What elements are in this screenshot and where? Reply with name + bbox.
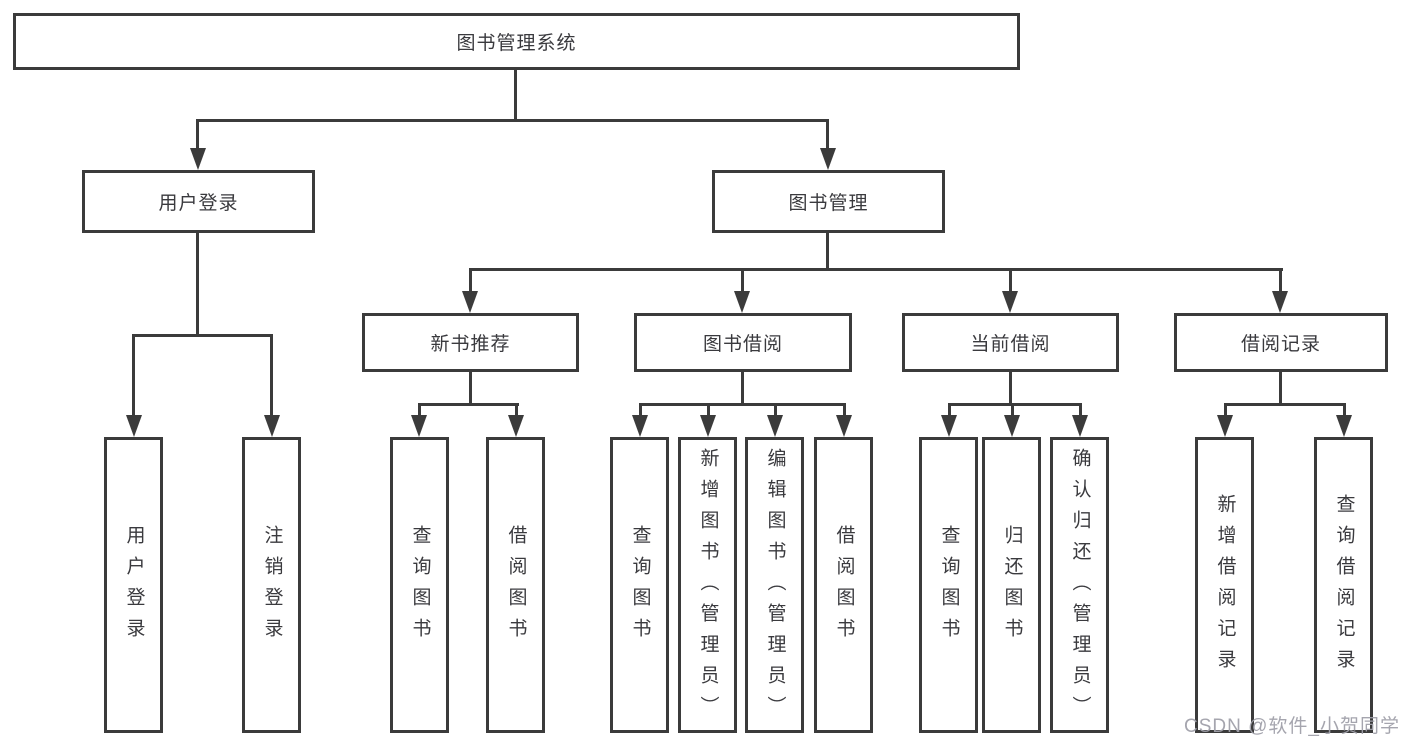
connector-line [196, 233, 199, 335]
node-label: 归还图书 [1001, 525, 1023, 649]
node-label: 查询图书 [629, 525, 651, 649]
leaf-edit-books-admin: 编辑图书（管理员） [745, 437, 804, 733]
node-label: 编辑图书（管理员） [764, 447, 786, 727]
node-label: 新增图书（管理员） [697, 447, 719, 727]
connector-line [948, 403, 951, 417]
node-label: 用户登录 [123, 525, 145, 649]
node-label: 当前借阅 [970, 334, 1051, 355]
arrowhead-icon [836, 415, 852, 437]
leaf-add-borrow-record: 新增借阅记录 [1195, 437, 1254, 733]
connector-line [418, 403, 519, 406]
arrowhead-icon [700, 415, 716, 437]
leaf-query-borrow-record: 查询借阅记录 [1314, 437, 1373, 733]
connector-line [196, 119, 199, 150]
connector-line [469, 268, 472, 293]
node-label: 查询图书 [938, 525, 960, 649]
arrowhead-icon [1336, 415, 1352, 437]
arrowhead-icon [1004, 415, 1020, 437]
connector-line [639, 403, 846, 406]
node-borrowing-records: 借阅记录 [1174, 313, 1388, 372]
arrowhead-icon [508, 415, 524, 437]
connector-line [1343, 403, 1346, 417]
arrowhead-icon [820, 148, 836, 170]
connector-line [1279, 372, 1282, 406]
arrowhead-icon [264, 415, 280, 437]
node-label: 查询借阅记录 [1333, 494, 1355, 680]
connector-line [1279, 268, 1282, 293]
node-library-management-system: 图书管理系统 [13, 13, 1020, 70]
node-book-borrowing: 图书借阅 [634, 313, 852, 372]
node-user-login: 用户登录 [82, 170, 315, 233]
node-label: 用户登录 [158, 193, 239, 214]
leaf-add-books-admin: 新增图书（管理员） [678, 437, 737, 733]
arrowhead-icon [734, 291, 750, 313]
arrowhead-icon [411, 415, 427, 437]
arrowhead-icon [1272, 291, 1288, 313]
arrowhead-icon [632, 415, 648, 437]
connector-line [741, 268, 744, 293]
leaf-return-books: 归还图书 [982, 437, 1041, 733]
node-label: 查询图书 [409, 525, 431, 649]
arrowhead-icon [941, 415, 957, 437]
node-label: 借阅图书 [505, 525, 527, 649]
leaf-borrow-books-recommend: 借阅图书 [486, 437, 545, 733]
connector-line [1224, 403, 1346, 406]
arrowhead-icon [126, 415, 142, 437]
node-label: 新书推荐 [430, 334, 511, 355]
arrowhead-icon [1002, 291, 1018, 313]
connector-line [132, 334, 273, 337]
connector-line [196, 119, 829, 122]
connector-line [469, 268, 1283, 271]
connector-line [707, 403, 710, 417]
node-current-borrowing: 当前借阅 [902, 313, 1119, 372]
connector-line [1224, 403, 1227, 417]
connector-line [515, 403, 518, 417]
leaf-borrow-books: 借阅图书 [814, 437, 873, 733]
node-new-book-recommendation: 新书推荐 [362, 313, 579, 372]
connector-line [826, 233, 829, 271]
leaf-logout: 注销登录 [242, 437, 301, 733]
arrowhead-icon [1072, 415, 1088, 437]
connector-line [1009, 268, 1012, 293]
leaf-query-books-recommend: 查询图书 [390, 437, 449, 733]
connector-line [469, 372, 472, 406]
node-label: 图书借阅 [702, 334, 783, 355]
connector-line [1079, 403, 1082, 417]
node-label: 确认归还（管理员） [1069, 447, 1091, 727]
connector-line [132, 334, 135, 417]
connector-line [418, 403, 421, 417]
connector-line [1011, 403, 1014, 417]
node-label: 注销登录 [261, 525, 283, 649]
arrowhead-icon [462, 291, 478, 313]
connector-line [1009, 372, 1012, 406]
connector-line [843, 403, 846, 417]
arrowhead-icon [190, 148, 206, 170]
leaf-query-books-current: 查询图书 [919, 437, 978, 733]
node-book-management: 图书管理 [712, 170, 945, 233]
arrowhead-icon [1217, 415, 1233, 437]
connector-line [270, 334, 273, 417]
connector-line [741, 372, 744, 406]
connector-line [826, 119, 829, 150]
leaf-query-books-borrowing: 查询图书 [610, 437, 669, 733]
node-label: 新增借阅记录 [1214, 494, 1236, 680]
node-label: 图书管理 [788, 193, 869, 214]
leaf-confirm-return-admin: 确认归还（管理员） [1050, 437, 1109, 733]
csdn-watermark: CSDN @软件_小贺同学 [1184, 716, 1400, 737]
connector-line [774, 403, 777, 417]
arrowhead-icon [767, 415, 783, 437]
node-label: 借阅记录 [1240, 334, 1321, 355]
node-label: 借阅图书 [833, 525, 855, 649]
node-label: 图书管理系统 [456, 33, 577, 54]
leaf-user-login: 用户登录 [104, 437, 163, 733]
connector-line [514, 70, 517, 120]
connector-line [639, 403, 642, 417]
connector-line [948, 403, 1082, 406]
